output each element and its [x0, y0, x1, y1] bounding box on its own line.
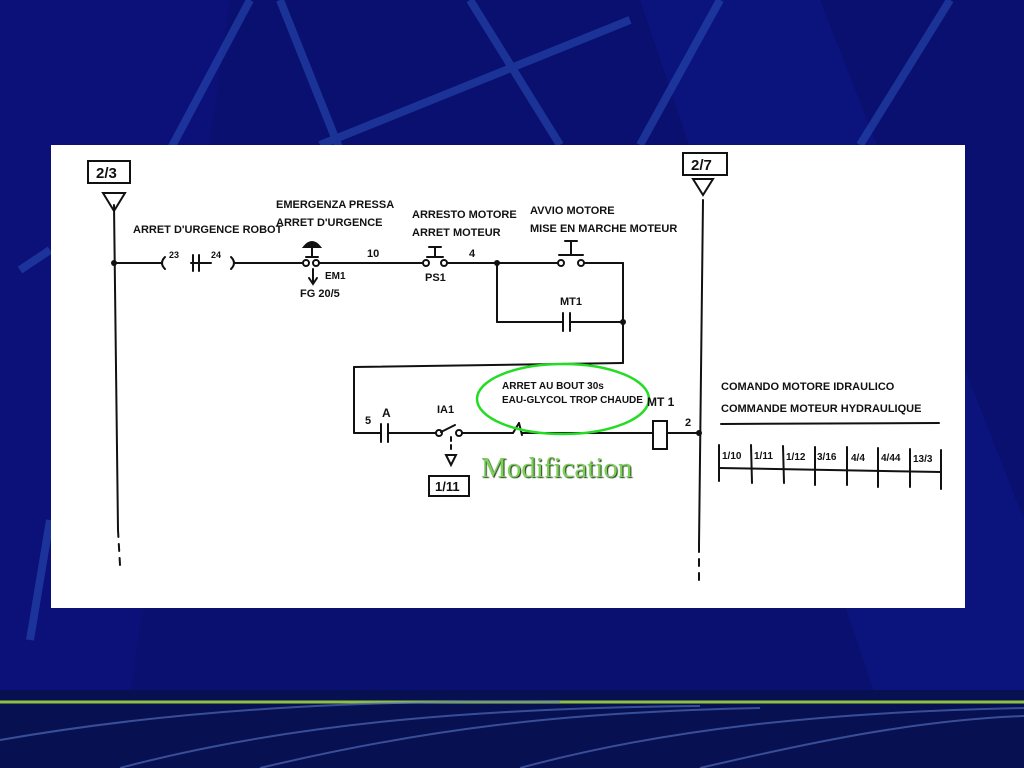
ref-box-right — [682, 152, 728, 176]
xref-table-rule — [718, 467, 942, 473]
schematic-panel — [51, 145, 965, 608]
coil-mt1-symbol — [652, 420, 668, 450]
contact-23-label: 23 — [169, 250, 179, 260]
ref-box-left — [87, 160, 131, 184]
xref-cell: 4/4 — [851, 453, 865, 464]
contact-23-symbol — [161, 256, 166, 270]
xref-cell: 4/44 — [881, 453, 901, 464]
arret-bout-label-2: EAU-GLYCOL TROP CHAUDE — [502, 395, 643, 406]
avvio-label-1: AVVIO MOTORE — [530, 205, 615, 217]
ref-box-bottom — [428, 475, 470, 497]
xref-cell: 13/3 — [913, 454, 933, 465]
wire-2-label: 2 — [685, 417, 691, 429]
ref-arrow-left — [101, 192, 127, 213]
arret-urgence-robot-label: ARRET D'URGENCE ROBOT — [133, 224, 283, 236]
wire-5-label: 5 — [365, 415, 371, 427]
comando-label: COMANDO MOTORE IDRAULICO — [721, 381, 895, 393]
avvio-label-2: MISE EN MARCHE MOTEUR — [530, 223, 677, 235]
xref-table-ticks — [718, 444, 942, 490]
arresto-label-2: ARRET MOTEUR — [412, 227, 501, 239]
xref-cell: 1/10 — [722, 451, 742, 462]
contact-24-label: 24 — [211, 250, 221, 260]
ref-arrow-right — [691, 178, 715, 197]
xref-cell: 1/11 — [754, 451, 773, 462]
contact-a-label: A — [382, 406, 391, 420]
xref-table: 1/10 1/11 1/12 3/16 4/4 4/44 13/3 — [722, 451, 933, 465]
ref-bottom-label: 1/11 — [435, 479, 460, 494]
arret-bout-label-1: ARRET AU BOUT 30s — [502, 381, 604, 392]
modification-highlight-ellipse — [475, 362, 651, 436]
ref-right-label: 2/7 — [691, 157, 712, 174]
contact-24-symbol — [230, 256, 235, 270]
emergenza-label-2: ARRET D'URGENCE — [276, 217, 383, 229]
left-rail — [113, 204, 119, 531]
ladder-schematic: 2/3 2/7 1/11 ARRET D'URGENCE ROBOT 23 24… — [87, 152, 942, 584]
wire-10-label: 10 — [367, 248, 379, 260]
mt1-aux-label: MT1 — [560, 296, 582, 308]
commande-label: COMMANDE MOTEUR HYDRAULIQUE — [721, 403, 921, 415]
right-rail — [698, 199, 704, 546]
ref-left-label: 2/3 — [96, 165, 117, 182]
fg-label: FG 20/5 — [300, 288, 340, 300]
xref-cell: 1/12 — [786, 452, 806, 463]
arresto-label-1: ARRESTO MOTORE — [412, 209, 517, 221]
modification-caption: Modification — [481, 452, 633, 484]
emergenza-label-1: EMERGENZA PRESSA — [276, 199, 394, 211]
ia1-label: IA1 — [437, 404, 454, 416]
em1-label: EM1 — [325, 271, 346, 282]
wire-4-label: 4 — [469, 248, 476, 260]
mt1-coil-label: MT 1 — [647, 395, 675, 409]
xref-cell: 3/16 — [817, 452, 837, 463]
ps1-label: PS1 — [425, 272, 446, 284]
